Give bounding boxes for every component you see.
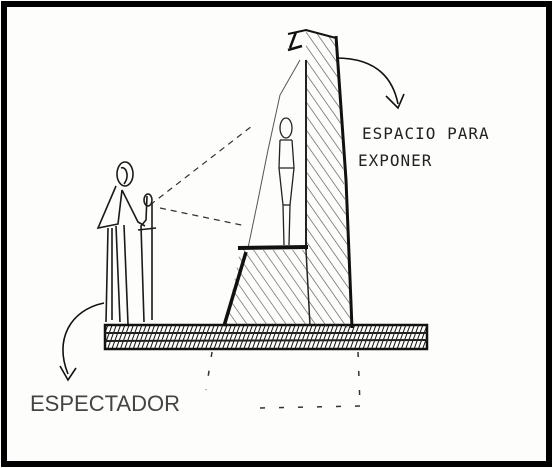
exhibit-figure xyxy=(279,118,294,245)
exhibit-space-label-line2: EXPONER xyxy=(358,151,432,170)
floor-slab xyxy=(105,325,427,349)
sight-lines xyxy=(150,126,252,226)
exhibit-arrow xyxy=(336,58,398,104)
exhibit-space-label-line1: ESPACIO PARA xyxy=(362,124,490,143)
foundation-dashes xyxy=(206,352,360,408)
exhibition-wall xyxy=(224,30,352,328)
spectator-figure xyxy=(98,162,156,324)
spectator-label: ESPECTADOR xyxy=(30,391,180,416)
exhibit-arrowhead xyxy=(386,94,404,108)
spectator-arrow xyxy=(63,303,104,374)
